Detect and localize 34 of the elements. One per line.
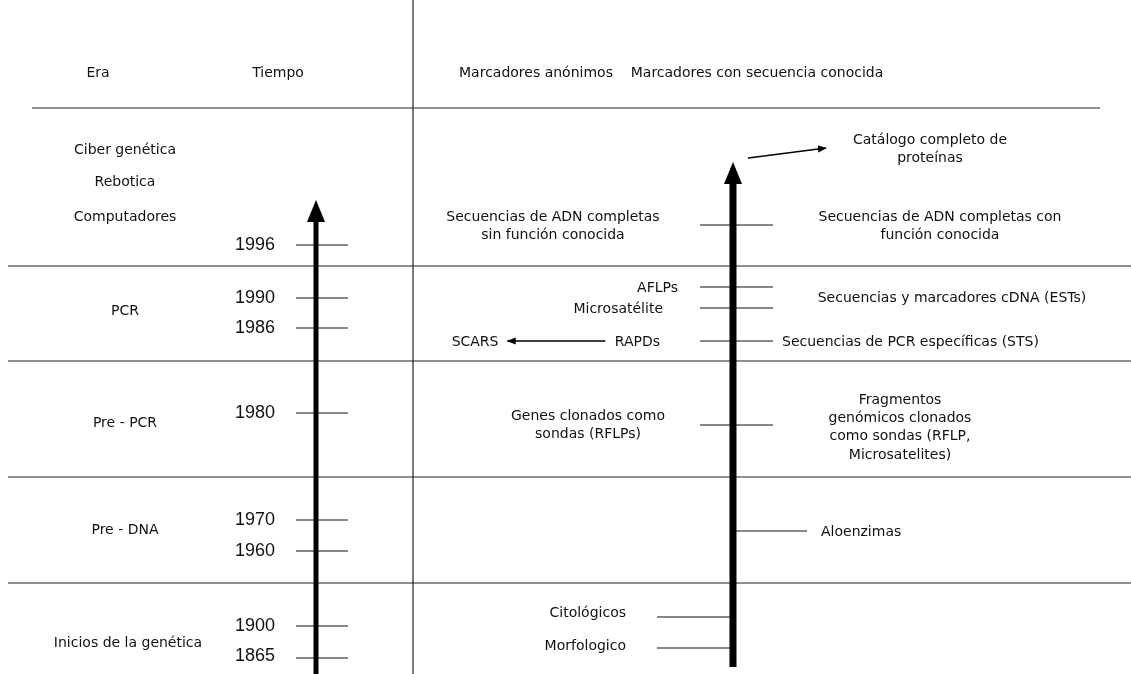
label-text: Rebotica xyxy=(93,171,157,191)
year-label: 1990 xyxy=(233,286,275,310)
year-label: 1900 xyxy=(233,614,275,638)
year-label: 1980 xyxy=(233,401,275,425)
year-label: 1960 xyxy=(233,539,275,563)
label-text: Genes clonados como sondas (RFLPs) xyxy=(510,405,666,443)
marker-label: RAPDs xyxy=(613,331,662,351)
label-text: PCR xyxy=(110,300,140,320)
label-text: Morfologico xyxy=(543,635,626,655)
arrow xyxy=(747,145,827,159)
label-text: Secuencias de PCR específicas (STS) xyxy=(782,331,1040,351)
label-text: Secuencias de ADN completas sin función conocida xyxy=(445,206,661,244)
marker-label: SCARS xyxy=(450,331,500,351)
label-text: Secuencias de ADN completas con función conocida xyxy=(817,206,1063,244)
label-text: Ciber genética xyxy=(73,139,177,159)
label-text: Pre - DNA xyxy=(90,519,160,539)
label-text: Pre - PCR xyxy=(91,412,159,432)
label-text: Marcadores con secuencia conocida xyxy=(629,62,885,82)
year-label: 1986 xyxy=(233,316,275,340)
label-text: Fragmentos genómicos clonados como sondas (RFLP, Microsatelites) xyxy=(827,389,973,463)
label-text: Aloenzimas xyxy=(821,521,903,541)
year-label: 1996 xyxy=(233,233,275,257)
label-text: Computadores xyxy=(72,206,178,226)
label-text: Microsatélite xyxy=(572,298,663,318)
year-label: 1865 xyxy=(233,644,275,668)
label-text: Inicios de la genética xyxy=(52,632,204,652)
label-text: Secuencias y marcadores cDNA (ESTs) xyxy=(816,287,1088,307)
arrow xyxy=(506,337,607,345)
label-text: AFLPs xyxy=(636,277,678,297)
year-label: 1970 xyxy=(233,508,275,532)
label-text: Citológicos xyxy=(548,602,626,622)
label-text: Era xyxy=(85,62,111,82)
marker-label: Catálogo completo de proteínas xyxy=(829,129,1031,167)
label-text: Tiempo xyxy=(251,62,305,82)
